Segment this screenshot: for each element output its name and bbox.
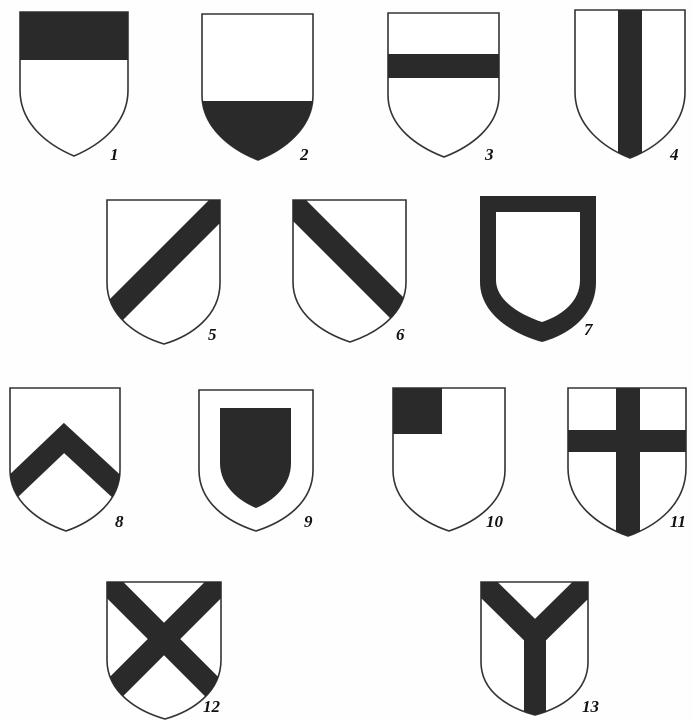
shield-pall (472, 573, 598, 721)
shield-chevron (2, 388, 128, 531)
shield-outline (388, 13, 499, 157)
shield-chief (20, 12, 128, 156)
shield-base (200, 14, 316, 163)
shield-bend-sinister (96, 193, 233, 344)
shield-bordure (480, 196, 596, 342)
shield-label: 2 (300, 146, 309, 163)
shield-label: 11 (670, 513, 686, 530)
shield-bend (282, 193, 419, 342)
shield-inescutcheon (199, 390, 313, 531)
shield-label: 1 (110, 146, 119, 163)
shield-label: 8 (115, 513, 124, 530)
shield-label: 10 (486, 513, 503, 530)
shield-label: 7 (584, 321, 593, 338)
shield-label: 12 (203, 698, 220, 715)
shield-canton (393, 388, 505, 531)
shield-label: 13 (582, 698, 599, 715)
chief-charge (20, 12, 128, 60)
shield-label: 5 (208, 326, 217, 343)
shield-label: 6 (396, 326, 405, 343)
shield-label: 9 (304, 513, 313, 530)
shield-label: 4 (670, 146, 679, 163)
base-charge (200, 101, 316, 163)
shield-label: 3 (485, 146, 494, 163)
shield-pale (575, 8, 685, 163)
pale-charge (618, 8, 642, 163)
canton-charge (393, 388, 442, 434)
fess-charge (388, 54, 499, 78)
shield-fess (388, 13, 499, 157)
